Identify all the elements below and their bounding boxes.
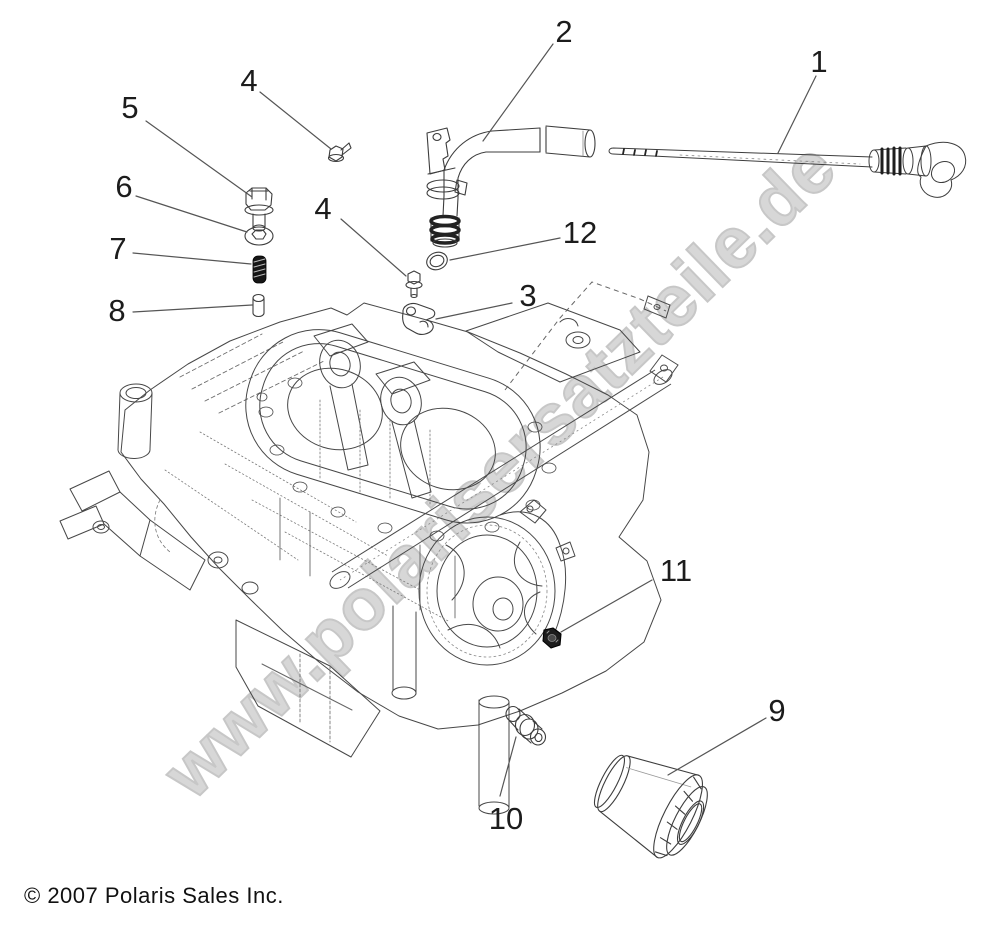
fin-lines: [179, 333, 325, 414]
connecting-rod-1: [313, 323, 369, 471]
leader-6: [135, 195, 248, 233]
dipstick-handle-loop: [917, 141, 967, 198]
cylinder-bore-1: [287, 367, 383, 451]
callout-4b: 4: [314, 191, 332, 226]
cylinder-wall-lines: [319, 399, 431, 506]
engine-block-drawing: [59, 302, 662, 815]
housing-arc: [499, 499, 576, 638]
callout-8: 8: [108, 293, 126, 328]
leader-4b: [340, 218, 407, 277]
left-castings: [59, 470, 259, 595]
leader-8: [132, 304, 253, 313]
leader-9: [667, 717, 767, 776]
leader-lines: [132, 43, 817, 797]
part-6-washer: [244, 226, 274, 246]
callout-2: 2: [555, 14, 573, 49]
left-cylinder-boss: [117, 383, 153, 459]
leader-2: [482, 43, 554, 142]
leader-1: [777, 75, 817, 154]
leader-12: [449, 237, 561, 261]
dipstick-tube: [329, 281, 679, 589]
callout-9: 9: [768, 693, 786, 728]
callout-6: 6: [115, 169, 133, 204]
part-3-bracket: [402, 302, 436, 335]
leader-7: [132, 252, 252, 265]
part-4b-screw: [405, 270, 423, 299]
engine-outline: [120, 302, 662, 730]
texture-lines: [164, 431, 451, 623]
part-4a-screw: [327, 142, 352, 163]
callout-7: 7: [109, 231, 127, 266]
callout-1: 1: [810, 44, 828, 79]
mount-arm: [465, 302, 641, 383]
callout-4a: 4: [240, 63, 258, 98]
callout-3: 3: [519, 278, 537, 313]
lower-cases: [235, 605, 510, 815]
rotor-fan: [418, 516, 556, 666]
part-7-spring: [252, 255, 267, 284]
part-1-dipstick: [608, 141, 967, 198]
callout-5: 5: [121, 90, 139, 125]
part-11-nut: [542, 627, 562, 649]
callout-11: 11: [659, 553, 693, 588]
part-10-fitting: [505, 705, 547, 746]
connecting-rod-2: [375, 361, 432, 499]
gasket-surface: [245, 329, 541, 524]
copyright-text: © 2007 Polaris Sales Inc.: [24, 883, 284, 908]
cylinder-bore-2: [400, 407, 496, 491]
leader-5: [145, 120, 253, 198]
callout-12: 12: [562, 215, 598, 250]
gasket-bolt-holes: [256, 377, 557, 542]
leader-11: [560, 579, 653, 633]
leader-10: [499, 736, 517, 797]
part-9-oil-filter: [593, 754, 708, 859]
leader-4a: [259, 91, 332, 150]
fill-tube-bracket: [426, 127, 468, 200]
part-8-pin: [252, 293, 265, 317]
callout-10: 10: [488, 801, 524, 836]
skirt-lines: [279, 497, 456, 619]
part-12-oring: [426, 251, 448, 271]
leader-3: [435, 302, 513, 320]
part-2-fill-tube: [426, 125, 596, 248]
